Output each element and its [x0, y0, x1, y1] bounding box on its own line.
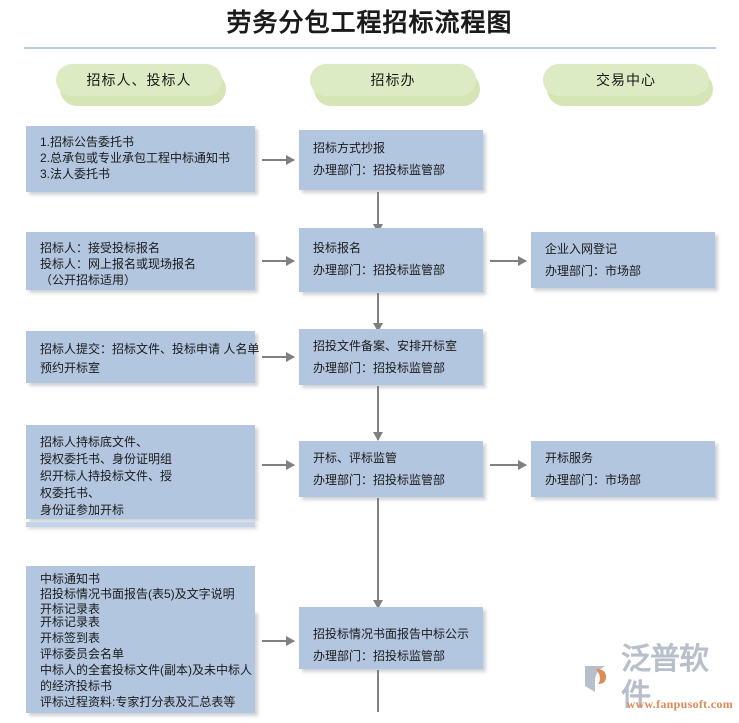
- box-line: 开标记录表: [40, 602, 101, 616]
- box-line: 招投标情况书面报告(表5)及文字说明: [40, 587, 235, 601]
- box-line: 办理部门：市场部: [545, 473, 642, 487]
- box-line: 投标人：网上报名或现场报名: [40, 257, 197, 271]
- watermark: 泛普软件 www.fanpusoft.com: [583, 643, 733, 719]
- title-divider: [24, 47, 716, 49]
- box-line: 开标签到表: [40, 631, 101, 645]
- box-line: 招标人持标底文件、: [40, 435, 149, 449]
- divider-bar-left-4: [26, 522, 255, 527]
- box-line: 招标人提交：招标文件、投标申请 人名单: [40, 342, 260, 356]
- arrow-mid4-to-mid5: [373, 498, 383, 609]
- watermark-row: 泛普软件: [583, 643, 733, 712]
- process-box-right-2[interactable]: 企业入网登记 办理部门：市场部: [531, 232, 715, 288]
- column-header-label: 招标办: [310, 64, 476, 96]
- box-line: 的经济投标书: [40, 679, 113, 693]
- process-box-left-3[interactable]: 招标人提交：招标文件、投标申请 人名单 预约开标室: [26, 331, 260, 383]
- box-line: 身份证参加开标: [40, 503, 125, 517]
- arrow-left1-to-mid1: [262, 155, 295, 165]
- box-line: 中标通知书: [40, 572, 101, 586]
- box-line: 评标委员会名单: [40, 647, 125, 661]
- box-line: 权委托书、: [40, 486, 101, 500]
- box-line: 开标记录表: [40, 615, 101, 629]
- arrow-left5-to-mid5: [262, 636, 295, 646]
- box-line: 招投标情况书面报告中标公示: [313, 627, 470, 641]
- arrow-left4-to-mid4: [262, 460, 295, 470]
- box-line: 办理部门：招投标监管部: [313, 163, 446, 177]
- page-title: 劳务分包工程招标流程图: [226, 9, 513, 37]
- box-line: 中标人的全套投标文件(副本)及未中标人: [40, 663, 252, 677]
- arrow-left2-to-mid2: [262, 256, 295, 266]
- column-header-label: 交易中心: [543, 64, 709, 96]
- box-line: 招标方式抄报: [313, 141, 386, 155]
- box-line: 办理部门：招投标监管部: [313, 361, 446, 375]
- process-box-mid-4[interactable]: 开标、评标监管 办理部门：招投标监管部: [299, 441, 483, 497]
- watermark-brand: 泛普软件: [621, 643, 709, 712]
- box-line: 授权委托书、身份证明组: [40, 452, 173, 466]
- box-line: 办理部门：市场部: [545, 264, 642, 278]
- column-header-bidder: 招标人、投标人: [56, 64, 226, 106]
- box-line: 评标过程资料:专家打分表及汇总表等: [40, 695, 236, 709]
- box-line: 投标报名: [313, 241, 362, 255]
- process-box-left-2[interactable]: 招标人：接受投标报名 投标人：网上报名或现场报名 （公开招标适用）: [26, 232, 255, 290]
- process-box-right-4[interactable]: 开标服务 办理部门：市场部: [531, 441, 715, 497]
- process-box-mid-3[interactable]: 招投文件备案、安排开标室 办理部门：招投标监管部: [299, 329, 483, 385]
- column-header-label: 招标人、投标人: [56, 64, 222, 96]
- arrow-mid2-to-right2: [490, 256, 527, 266]
- box-line: 织开标人持投标文件、授: [40, 469, 173, 483]
- arrow-left3-to-mid3: [262, 352, 295, 362]
- process-box-left-5-upper[interactable]: 中标通知书 招投标情况书面报告(表5)及文字说明 开标记录表: [26, 566, 255, 616]
- box-line: 2.总承包或专业承包工程中标通知书: [40, 151, 231, 165]
- process-box-left-1[interactable]: 1.招标公告委托书 2.总承包或专业承包工程中标通知书 3.法人委托书: [26, 126, 255, 192]
- box-line: 办理部门：招投标监管部: [313, 649, 446, 663]
- process-box-mid-1[interactable]: 招标方式抄报 办理部门：招投标监管部: [299, 130, 483, 190]
- box-line: 开标服务: [545, 451, 594, 465]
- process-box-mid-2[interactable]: 投标报名 办理部门：招投标监管部: [299, 228, 483, 292]
- box-line: 办理部门：招投标监管部: [313, 473, 446, 487]
- box-line: 预约开标室: [40, 361, 101, 375]
- box-line: 3.法人委托书: [40, 167, 111, 181]
- process-box-left-4[interactable]: 招标人持标底文件、 授权委托书、身份证明组 织开标人持投标文件、授 权委托书、 …: [26, 425, 255, 519]
- arrow-mid3-to-mid4: [373, 386, 383, 441]
- box-line: 开标、评标监管: [313, 451, 398, 465]
- arrow-mid2-to-mid3: [373, 293, 383, 332]
- connector-mid5-down: [377, 670, 379, 712]
- column-header-trade-center: 交易中心: [543, 64, 713, 106]
- box-line: 办理部门：招投标监管部: [313, 263, 446, 277]
- fanpu-logo-icon: [583, 660, 619, 696]
- arrow-mid1-to-mid2: [373, 192, 383, 233]
- column-header-tender-office: 招标办: [310, 64, 480, 106]
- arrow-mid4-to-right4: [490, 460, 527, 470]
- watermark-url: www.fanpusoft.com: [626, 697, 733, 711]
- box-line: （公开招标适用）: [40, 273, 137, 287]
- process-box-mid-5[interactable]: 招投标情况书面报告中标公示 办理部门：招投标监管部: [299, 607, 483, 669]
- box-line: 1.招标公告委托书: [40, 135, 135, 149]
- process-box-left-5-lower[interactable]: 开标记录表 开标签到表 评标委员会名单 中标人的全套投标文件(副本)及未中标人 …: [26, 610, 255, 713]
- box-line: 企业入网登记: [545, 242, 618, 256]
- box-line: 招标人：接受投标报名: [40, 241, 161, 255]
- box-line: 招投文件备案、安排开标室: [313, 339, 458, 353]
